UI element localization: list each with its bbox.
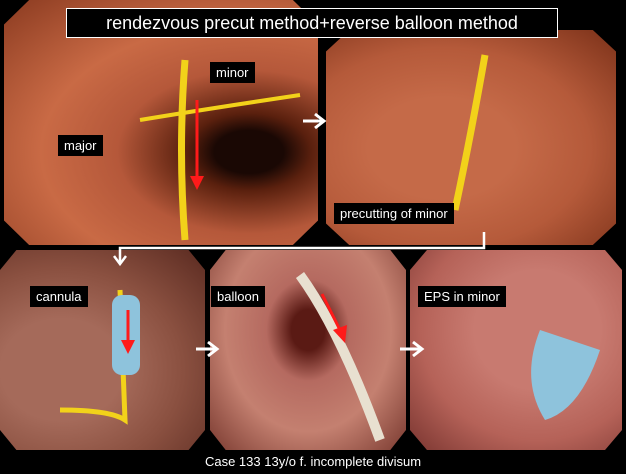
red-arrow-icon [320, 293, 342, 331]
sphincterotome-tip [531, 330, 600, 420]
label-major: major [58, 135, 103, 156]
figure-caption: Case 133 13y/o f. incomplete divisum [204, 454, 422, 469]
guidewire-top-right [451, 54, 489, 211]
label-balloon: balloon [211, 286, 265, 307]
label-precutting: precutting of minor [334, 203, 454, 224]
balloon-catheter [295, 272, 385, 442]
endoscopy-image-cannula [0, 250, 205, 450]
connector-line [118, 232, 486, 262]
red-arrowhead-icon [333, 325, 347, 343]
down-arrow-icon [113, 255, 127, 267]
cannula-tube [112, 295, 140, 375]
figure-title: rendezvous precut method+reverse balloon… [66, 8, 558, 38]
red-arrowhead-icon [121, 340, 135, 354]
label-cannula: cannula [30, 286, 88, 307]
guidewire-bottom-left [59, 289, 128, 425]
endoscopy-image-top-left [4, 0, 318, 245]
guidewire-branch [139, 93, 301, 122]
label-eps: EPS in minor [418, 286, 506, 307]
label-minor: minor [210, 62, 255, 83]
guidewire-top-left [178, 59, 189, 241]
red-arrowhead-icon [190, 176, 204, 190]
